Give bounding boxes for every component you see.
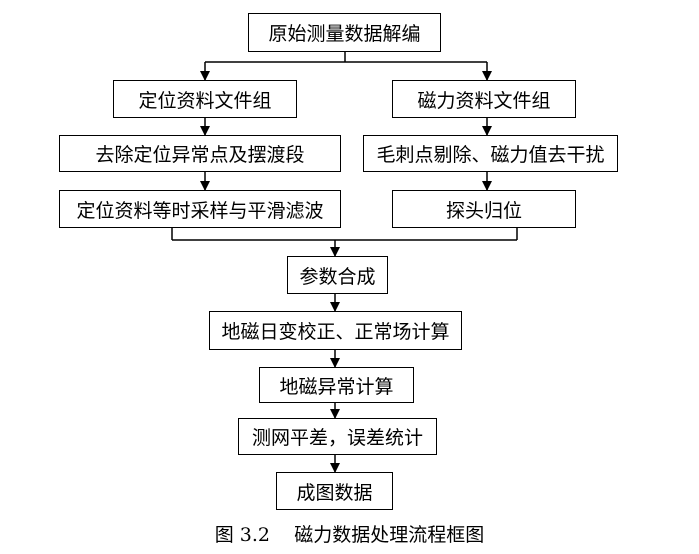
diurnal-correction-box: 地磁日变校正、正常场计算: [209, 311, 462, 350]
figure-caption: 图 3.2 磁力数据处理流程框图: [0, 518, 699, 548]
location-sampling-filter-box: 定位资料等时采样与平滑滤波: [59, 190, 341, 228]
location-anomaly-removal-box: 去除定位异常点及摆渡段: [59, 135, 341, 172]
spike-removal-box: 毛刺点剔除、磁力值去干扰: [363, 135, 618, 172]
probe-positioning-box: 探头归位: [392, 190, 576, 228]
figure-number: 图 3.2: [214, 523, 271, 546]
figure-title: 磁力数据处理流程框图: [294, 523, 485, 546]
parameter-merge-box: 参数合成: [287, 256, 388, 294]
network-adjustment-box: 测网平差，误差统计: [238, 418, 437, 455]
mapping-data-box: 成图数据: [276, 472, 393, 510]
anomaly-calculation-box: 地磁异常计算: [259, 367, 414, 403]
magnetic-files-box: 磁力资料文件组: [392, 80, 576, 118]
raw-data-decode-box: 原始测量数据解编: [248, 13, 441, 52]
location-files-box: 定位资料文件组: [113, 80, 297, 118]
